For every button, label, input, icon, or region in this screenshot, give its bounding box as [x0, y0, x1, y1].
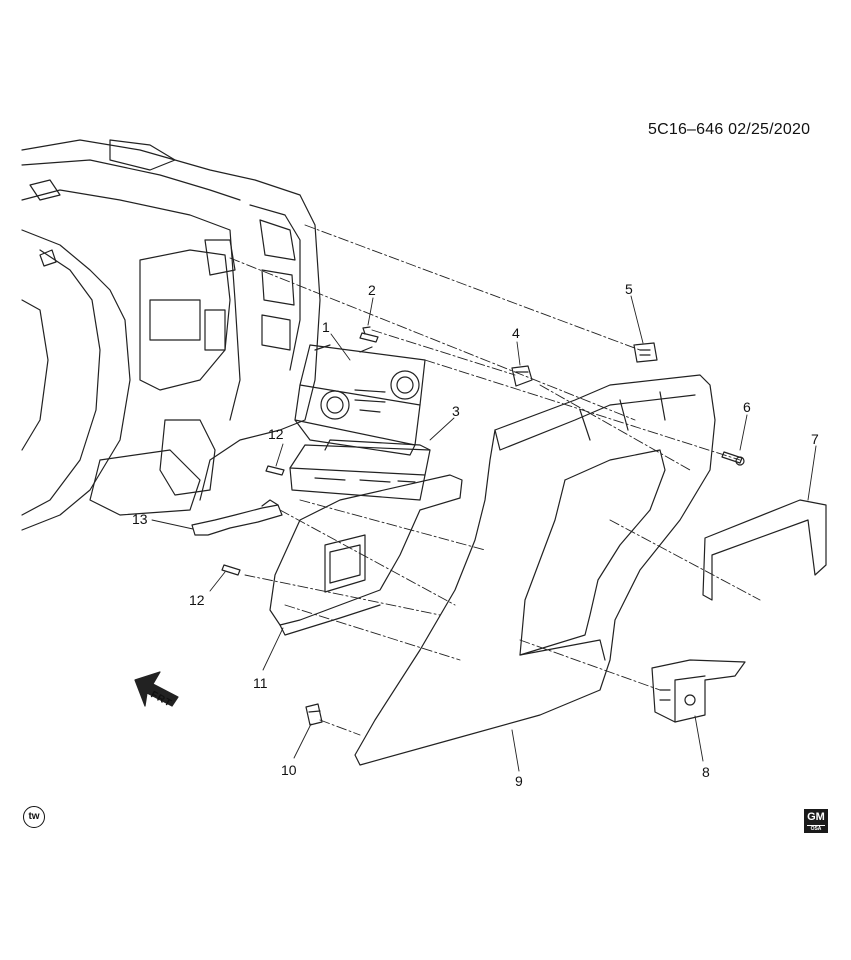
callout-5: 5: [625, 281, 633, 297]
part-8-power-outlet: [651, 659, 746, 723]
part-7-trim-bezel: [702, 499, 827, 601]
tw-badge: tw: [23, 806, 45, 828]
callout-2: 2: [368, 282, 376, 298]
front-direction-arrow-icon: [134, 671, 179, 707]
callout-6: 6: [743, 399, 751, 415]
callout-8: 8: [702, 764, 710, 780]
alignment-lines: [229, 224, 761, 736]
diagram-date: 02/25/2020: [728, 121, 811, 138]
callout-7: 7: [811, 431, 819, 447]
diagram-code: 5C16–646: [648, 121, 724, 138]
diagram-code-label: 5C16–646 02/25/2020: [648, 121, 810, 139]
part-13-harness: [191, 499, 283, 536]
instrument-panel-frame: [21, 139, 321, 531]
part-11-storage-bracket: [269, 474, 463, 636]
part-12-screw-lower: [221, 564, 241, 576]
gm-logo-text: GM: [807, 811, 825, 823]
callout-11: 11: [253, 675, 268, 691]
part-10-clip: [305, 703, 323, 726]
callout-9: 9: [515, 773, 523, 789]
part-6-screw: [721, 451, 745, 466]
callout-10: 10: [281, 762, 297, 778]
gm-logo-subtext: OSA: [807, 825, 825, 832]
callout-12-upper: 12: [268, 426, 284, 442]
callout-3: 3: [452, 403, 460, 419]
part-9-console-panel: [354, 374, 716, 766]
gm-logo-icon: GM OSA: [804, 809, 828, 833]
part-5-clip: [633, 342, 658, 363]
part-4-clip: [511, 365, 533, 387]
part-12-screw-upper: [265, 465, 285, 476]
callout-1: 1: [322, 319, 330, 335]
callout-4: 4: [512, 325, 520, 341]
part-2-screw: [359, 326, 379, 343]
part-3-usb-bracket: [289, 439, 431, 501]
callout-12-lower: 12: [189, 592, 205, 608]
leader-lines: [151, 295, 817, 772]
callout-13: 13: [132, 511, 148, 527]
part-1-climate-control: [294, 344, 426, 456]
